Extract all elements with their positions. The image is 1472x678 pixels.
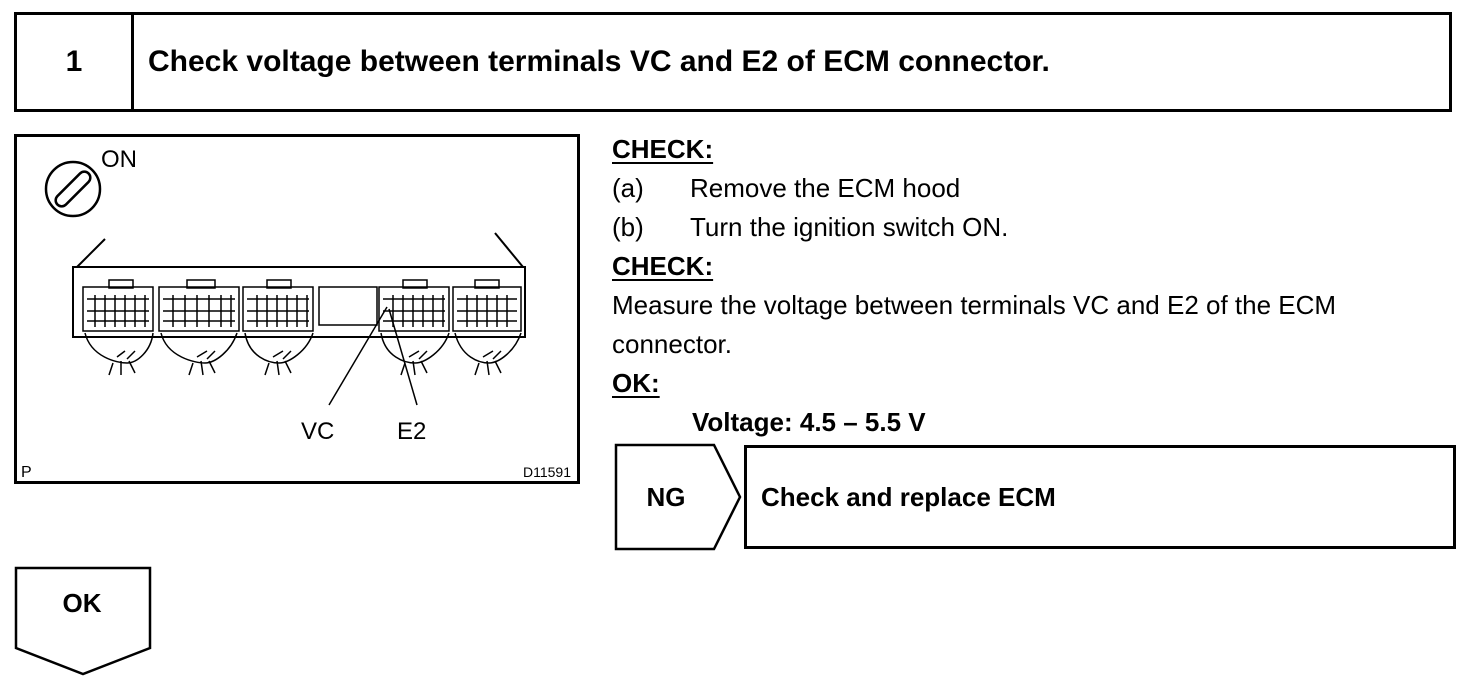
item-letter: (a)	[612, 173, 644, 203]
item-letter: (b)	[612, 212, 644, 242]
item-text: Turn the ignition switch ON.	[690, 212, 1009, 242]
step-title: Check voltage between terminals VC and E…	[148, 45, 1050, 78]
procedure-item-b: (b) Turn the ignition switch ON.	[612, 208, 1462, 247]
ok-label: OK	[62, 588, 102, 618]
connector-4	[378, 279, 450, 332]
ecm-connector-figure: ON	[14, 134, 580, 484]
ecm-connector-drawing: ON	[21, 146, 571, 481]
ignition-on-label: ON	[101, 146, 137, 173]
connector-1	[82, 279, 154, 332]
e2-leader-line	[388, 308, 418, 406]
procedure-item-a: (a) Remove the ECM hood	[612, 169, 1462, 208]
connector-2	[158, 279, 240, 332]
check-heading-2: CHECK:	[612, 251, 714, 281]
e2-terminal-label: E2	[397, 418, 426, 445]
ok-arrow-shape	[14, 566, 152, 676]
figure-corner-label: P	[21, 464, 32, 481]
ng-branch: NG Check and replace ECM	[614, 443, 1459, 551]
connector-5	[452, 279, 522, 332]
ok-voltage-spec: Voltage: 4.5 – 5.5 V	[692, 407, 926, 437]
ignition-key-icon	[44, 160, 102, 218]
ng-arrow-shape	[614, 443, 742, 551]
check-heading-1: CHECK:	[612, 134, 714, 164]
vc-leader-line	[328, 306, 388, 406]
step-header: 1 Check voltage between terminals VC and…	[14, 12, 1452, 112]
wire-harnesses	[84, 332, 522, 376]
procedure-text: CHECK: (a) Remove the ECM hood (b) Turn …	[612, 130, 1462, 442]
measure-instruction: Measure the voltage between terminals VC…	[612, 290, 1337, 359]
ok-branch: OK	[14, 566, 154, 676]
ng-label: NG	[646, 481, 686, 512]
ecm-center-plate	[318, 286, 378, 326]
connector-3	[242, 279, 314, 332]
ng-action-box: Check and replace ECM	[744, 445, 1456, 549]
figure-id: D11591	[523, 464, 571, 480]
vc-terminal-label: VC	[301, 418, 334, 445]
ok-heading: OK:	[612, 368, 660, 398]
ecm-housing	[72, 232, 526, 338]
item-text: Remove the ECM hood	[690, 173, 961, 203]
step-number: 1	[17, 15, 134, 109]
